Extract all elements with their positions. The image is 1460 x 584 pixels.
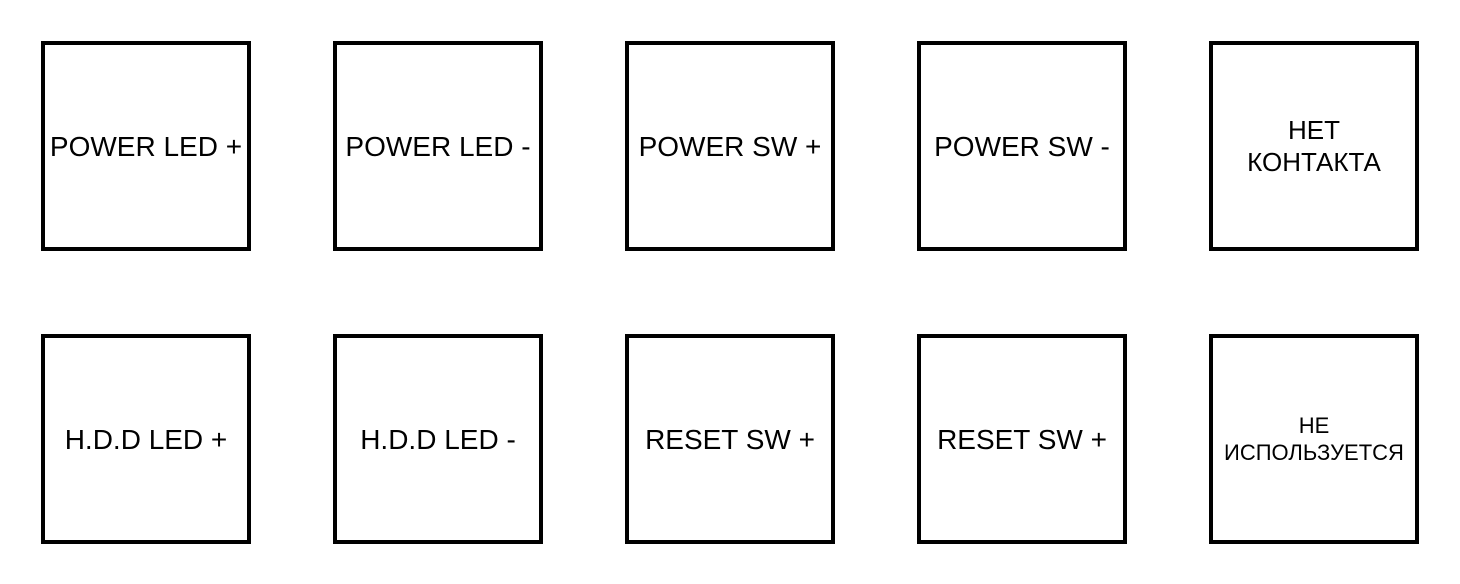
pin-box-reset-sw-plus-2: RESET SW + bbox=[917, 334, 1127, 544]
pin-box-power-sw-plus: POWER SW + bbox=[625, 41, 835, 251]
pin-box-reset-sw-plus: RESET SW + bbox=[625, 334, 835, 544]
pin-box-not-used: НЕ ИСПОЛЬЗУЕТСЯ bbox=[1209, 334, 1419, 544]
pin-box-power-led-minus: POWER LED - bbox=[333, 41, 543, 251]
pin-box-power-sw-minus: POWER SW - bbox=[917, 41, 1127, 251]
front-panel-pinout-diagram: POWER LED + POWER LED - POWER SW + POWER… bbox=[41, 41, 1419, 544]
pin-box-hdd-led-plus: H.D.D LED + bbox=[41, 334, 251, 544]
pin-box-hdd-led-minus: H.D.D LED - bbox=[333, 334, 543, 544]
pin-box-no-contact: НЕТ КОНТАКТА bbox=[1209, 41, 1419, 251]
pin-box-power-led-plus: POWER LED + bbox=[41, 41, 251, 251]
